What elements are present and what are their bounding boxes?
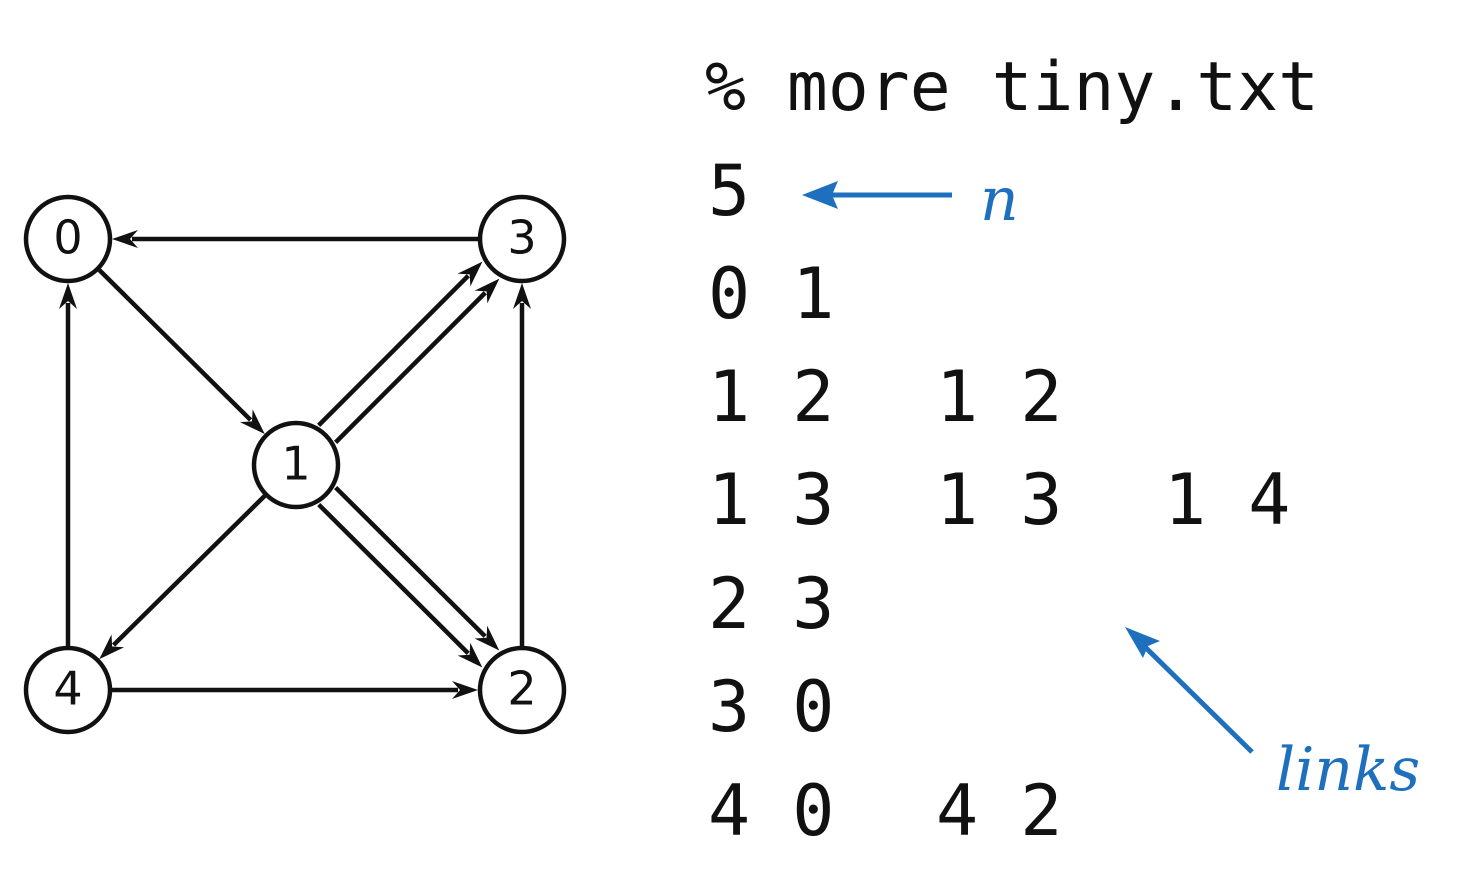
node-3: 3 xyxy=(477,194,567,284)
node-1: 1 xyxy=(251,420,341,510)
links-arrow-line xyxy=(1138,640,1254,754)
node-3-label: 3 xyxy=(507,211,536,265)
edge-arrowhead xyxy=(239,409,265,435)
node-0-label: 0 xyxy=(53,211,82,265)
link-pair: 0 1 xyxy=(708,253,834,335)
link-pair: 4 2 xyxy=(936,770,1062,852)
edge-3-to-0 xyxy=(112,230,478,248)
edge-arrowhead xyxy=(457,261,483,287)
link-pair: 1 3 xyxy=(936,459,1062,541)
link-pair: 2 3 xyxy=(708,563,834,645)
node-2: 2 xyxy=(477,645,567,735)
edge-arrowhead xyxy=(474,625,500,651)
edge-1-to-2 xyxy=(317,502,483,668)
link-pair: 1 2 xyxy=(708,356,834,438)
n-value-line: 5 xyxy=(708,150,750,232)
edge-1-to-4 xyxy=(99,494,267,660)
node-2-label: 2 xyxy=(507,662,536,716)
node-4: 4 xyxy=(23,645,113,735)
directed-graph: 0 1 2 3 4 xyxy=(23,194,567,735)
edge-arrowhead xyxy=(59,283,77,309)
edge-4-to-0 xyxy=(59,283,77,646)
edge-line xyxy=(317,502,470,655)
edge-line xyxy=(317,274,470,427)
link-pair: 1 3 xyxy=(708,459,834,541)
n-annotation: n xyxy=(802,165,1019,235)
node-4-circle xyxy=(23,645,113,735)
node-0-circle xyxy=(23,194,113,284)
edge-1-to-3 xyxy=(317,261,483,427)
edge-2-to-3 xyxy=(513,283,531,646)
annotations: n links xyxy=(802,165,1420,805)
edge-4-to-2 xyxy=(112,681,478,699)
link-pair: 4 0 xyxy=(708,770,834,852)
n-label: n xyxy=(980,165,1019,235)
edge-0-to-1 xyxy=(97,268,265,435)
line-4: 2 3 xyxy=(708,563,834,645)
node-2-circle xyxy=(477,645,567,735)
edge-1-to-3 xyxy=(334,278,500,444)
edge-arrowhead xyxy=(474,278,500,304)
edge-line xyxy=(334,485,487,638)
line-3: 1 3 1 3 1 4 xyxy=(708,459,1290,541)
graph-nodes: 0 1 2 3 4 xyxy=(23,194,567,735)
node-1-circle xyxy=(251,420,341,510)
link-pair: 1 2 xyxy=(936,356,1062,438)
node-4-label: 4 xyxy=(53,662,82,716)
line-1: 0 1 xyxy=(708,253,834,335)
edge-line xyxy=(111,494,267,647)
graph-edges xyxy=(59,230,531,699)
edge-line xyxy=(97,268,253,422)
links-annotation: links xyxy=(1125,627,1420,805)
link-pair: 1 4 xyxy=(1164,459,1290,541)
links-label: links xyxy=(1276,735,1420,805)
edge-arrowhead xyxy=(457,642,483,668)
edge-arrowhead xyxy=(112,230,138,248)
command-line: % more tiny.txt xyxy=(705,48,1319,127)
line-6: 4 0 4 2 xyxy=(708,770,1062,852)
line-2: 1 2 1 2 xyxy=(708,356,1062,438)
links-arrow-head xyxy=(1125,627,1160,658)
file-listing: % more tiny.txt 5 0 1 1 2 1 2 1 3 1 3 1 … xyxy=(705,48,1319,852)
node-0: 0 xyxy=(23,194,113,284)
node-1-label: 1 xyxy=(281,437,310,491)
line-5: 3 0 xyxy=(708,666,834,748)
link-pair: 3 0 xyxy=(708,666,834,748)
node-3-circle xyxy=(477,194,567,284)
edge-1-to-2 xyxy=(334,485,500,651)
n-arrow-head xyxy=(802,181,838,209)
edge-arrowhead xyxy=(99,634,125,660)
edge-line xyxy=(334,291,487,444)
edge-arrowhead xyxy=(452,681,478,699)
edge-arrowhead xyxy=(513,283,531,309)
